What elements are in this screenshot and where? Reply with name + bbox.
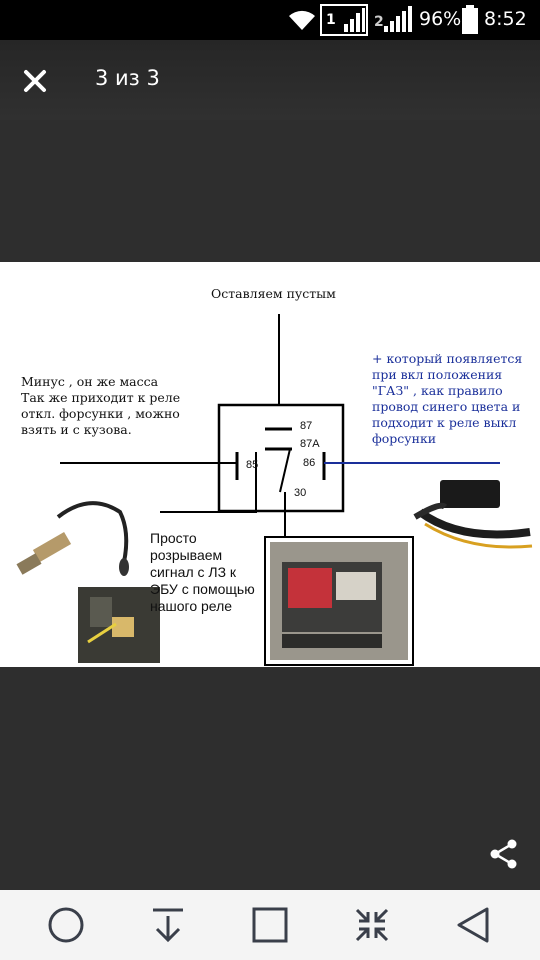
page-counter: 3 из 3 <box>95 66 160 90</box>
pin-85-label: 85 <box>246 459 259 471</box>
sim2-label: 2 <box>374 14 384 30</box>
wiring-diagram-image[interactable]: Оставляем пустым Минус , он же масса Так… <box>0 262 540 667</box>
right-note-line: провод синего цвета и <box>372 399 521 414</box>
right-note: + который появляется при вкл положения "… <box>372 351 522 447</box>
share-icon[interactable] <box>488 838 520 870</box>
collapse-icon[interactable] <box>351 904 393 946</box>
status-bar: 1 2 96% 8:52 <box>0 0 540 40</box>
right-note-line: "ГАЗ" , как правило <box>372 383 503 398</box>
right-note-line: форсунки <box>372 431 437 446</box>
bottom-note: Просто розрываем сигнал с ЛЗ к ЭБУ с пом… <box>150 530 255 615</box>
wifi-icon <box>289 10 315 30</box>
bottom-note-line: розрываем <box>150 547 223 563</box>
battery-percent: 96% <box>419 8 462 30</box>
left-note-line: Минус , он же масса <box>21 374 159 389</box>
triangle-back-icon[interactable] <box>453 904 495 946</box>
pin-87a-label: 87A <box>300 438 320 450</box>
right-note-line: + который появляется <box>372 351 523 366</box>
close-icon[interactable] <box>18 64 52 98</box>
right-note-line: при вкл положения <box>372 367 503 382</box>
circle-home-icon[interactable] <box>45 904 87 946</box>
clock: 8:52 <box>484 8 527 30</box>
square-recents-icon[interactable] <box>249 904 291 946</box>
bottom-note-line: нашого реле <box>150 598 233 614</box>
left-note-line: Так же приходит к реле <box>21 390 181 405</box>
pin-87-label: 87 <box>300 420 313 432</box>
wiring-diagram <box>16 314 533 666</box>
pin-86-label: 86 <box>303 457 316 469</box>
left-note-line: взять и с кузова. <box>21 422 132 437</box>
signal-sim1-icon <box>320 4 368 36</box>
bottom-note-line: Просто <box>150 530 197 546</box>
right-note-line: подходит к реле выкл <box>372 415 517 430</box>
bottom-note-line: ЭБУ с помощью <box>150 581 255 597</box>
top-label: Оставляем пустым <box>211 286 336 301</box>
left-note: Минус , он же масса Так же приходит к ре… <box>21 374 180 438</box>
left-note-line: откл. форсунки , можно <box>21 406 180 421</box>
app-bar: 3 из 3 <box>0 40 540 120</box>
battery-icon <box>462 5 478 34</box>
sim1-label: 1 <box>326 12 336 28</box>
signal-sim2-icon <box>384 6 412 32</box>
navigation-bar <box>0 890 540 960</box>
bottom-note-line: сигнал с ЛЗ к <box>150 564 237 580</box>
pin-30-label: 30 <box>294 487 307 499</box>
arrow-down-icon[interactable] <box>147 904 189 946</box>
